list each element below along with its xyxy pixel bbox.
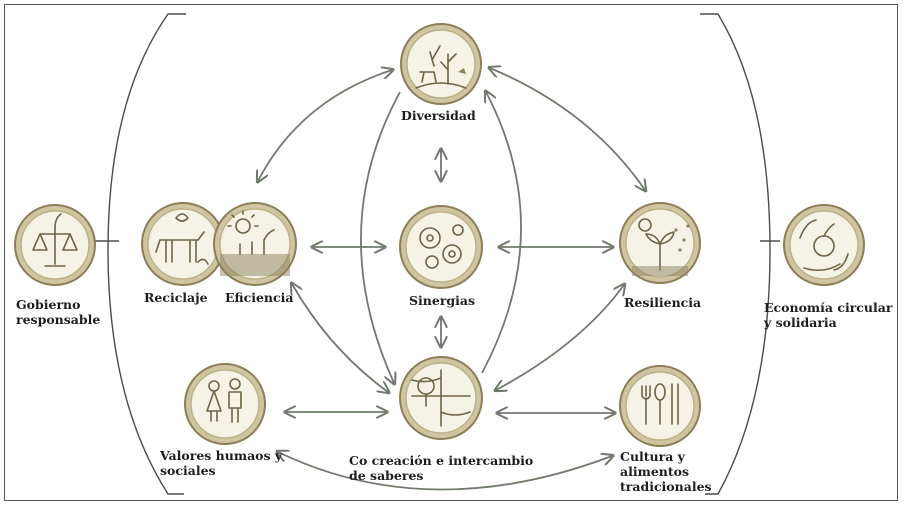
- gobierno-icon: [14, 204, 96, 286]
- label-economia: Economía circular y solidaria: [764, 300, 893, 330]
- reciclaje-icon: [141, 202, 225, 286]
- resiliencia-icon: [619, 202, 701, 284]
- eficiencia-icon: [213, 202, 297, 286]
- arrow-diversidad-cocreacion-left: [360, 91, 401, 383]
- arrow-valores-cultura: [278, 452, 612, 491]
- label-eficiencia: Eficiencia: [225, 290, 294, 305]
- arrow-cocreacion-diversidad-right: [481, 92, 522, 374]
- arrow-cocreacion-resiliencia: [496, 285, 624, 390]
- left-bracket: [107, 13, 186, 495]
- label-cocreacion: Co creación e intercambio de saberes: [349, 453, 534, 483]
- valores-icon: [184, 363, 266, 445]
- label-diversidad: Diversidad: [401, 108, 476, 123]
- sinergias-icon: [399, 205, 483, 289]
- label-valores: Valores humaos y sociales: [160, 448, 283, 478]
- arrow-diversidad-resiliencia: [490, 68, 645, 190]
- label-resiliencia: Resiliencia: [624, 295, 702, 310]
- arrow-diversidad-reciclaje: [258, 70, 392, 181]
- arrow-eficiencia-cocreacion: [292, 284, 388, 392]
- label-sinergias: Sinergias: [409, 293, 476, 308]
- cultura-icon: [619, 365, 701, 447]
- right-bracket: [700, 13, 771, 495]
- label-cultura: Cultura y alimentos tradicionales: [620, 449, 712, 494]
- economia-icon: [783, 204, 865, 286]
- diversidad-icon: [400, 23, 482, 105]
- label-gobierno: Gobierno responsable: [16, 297, 101, 327]
- cocreacion-icon: [399, 356, 483, 440]
- label-reciclaje: Reciclaje: [144, 290, 208, 305]
